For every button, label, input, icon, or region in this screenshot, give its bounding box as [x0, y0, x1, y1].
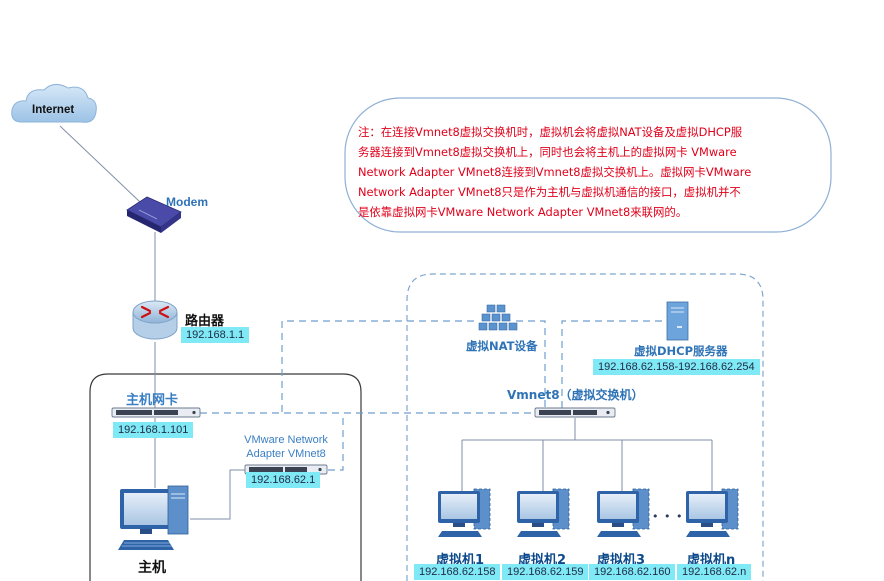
virtual-network-box [406, 273, 764, 581]
dhcp-label: 虚拟DHCP服务器 [634, 344, 728, 358]
dash-switch-dhcp [561, 320, 666, 408]
vmnet-adapter-ip: 192.168.62.1 [246, 472, 321, 488]
vm-ellipsis: • • • [652, 510, 684, 523]
note-box [344, 97, 832, 233]
vmnet-switch-icon [534, 407, 616, 418]
vmnet-adapter-label-line1: VMware Network [244, 434, 328, 446]
note-line: 注：在连接Vmnet8虚拟交换机时，虚拟机会将虚拟NAT设备及虚拟DHCP服 [358, 125, 743, 139]
vm-computer-icon [597, 488, 650, 537]
internet-label: Internet [32, 104, 75, 116]
note-line: Network Adapter VMnet8只是作为主机与虚拟机通信的接口，虚拟… [358, 185, 741, 199]
vm-n-ip: 192.168.62.n [677, 564, 752, 580]
vm-1-ip: 192.168.62.158 [414, 564, 501, 580]
host-computer-icon [118, 485, 189, 550]
router-label: 路由器 [185, 314, 225, 329]
router-ip: 192.168.1.1 [181, 327, 250, 343]
modem-icon [126, 196, 182, 233]
vm-2-ip: 192.168.62.159 [502, 564, 589, 580]
vmnet-adapter-icon [244, 464, 328, 475]
host-nic-label: 主机网卡 [126, 393, 179, 408]
modem-label: Modem [166, 195, 208, 209]
dhcp-range: 192.168.62.158-192.168.62.254 [593, 359, 760, 375]
vm-3-ip: 192.168.62.160 [589, 564, 676, 580]
dhcp-server-icon [666, 301, 689, 341]
vmnet-adapter-label-line2: Adapter VMnet8 [246, 448, 326, 460]
vmnet-switch-label: Vmnet8（虚拟交换机） [507, 388, 644, 402]
dash-router-nat [281, 320, 478, 412]
note-line: Network Adapter VMnet8连接到Vmnet8虚拟交换机上。虚拟… [358, 165, 752, 179]
router-icon [132, 300, 178, 340]
vmnet-adapter-label: VMware Network Adapter VMnet8 [238, 433, 334, 461]
host-nic-ip: 192.168.1.101 [113, 422, 194, 438]
note-line: 务器连接到Vmnet8虚拟交换机上，同时也会将主机上的虚拟网卡 VMware [358, 145, 737, 159]
nat-label: 虚拟NAT设备 [466, 339, 538, 353]
internet-cloud-icon [11, 84, 97, 123]
host-box [89, 373, 362, 581]
vm-computer-icon [686, 488, 739, 537]
vm-computer-icon [517, 488, 570, 537]
dash-adapter-switch [328, 413, 344, 471]
note-text: 注：在连接Vmnet8虚拟交换机时，虚拟机会将虚拟NAT设备及虚拟DHCP服 务… [358, 122, 820, 222]
note-line: 是依靠虚拟网卡VMware Network Adapter VMnet8来联网的… [358, 205, 688, 219]
host-label: 主机 [138, 560, 166, 576]
host-nic-icon [111, 407, 201, 418]
dash-nat-switch [516, 320, 546, 408]
vm-computer-icon [438, 488, 491, 537]
line-internet-modem [59, 125, 141, 203]
nat-device-icon [478, 304, 518, 331]
